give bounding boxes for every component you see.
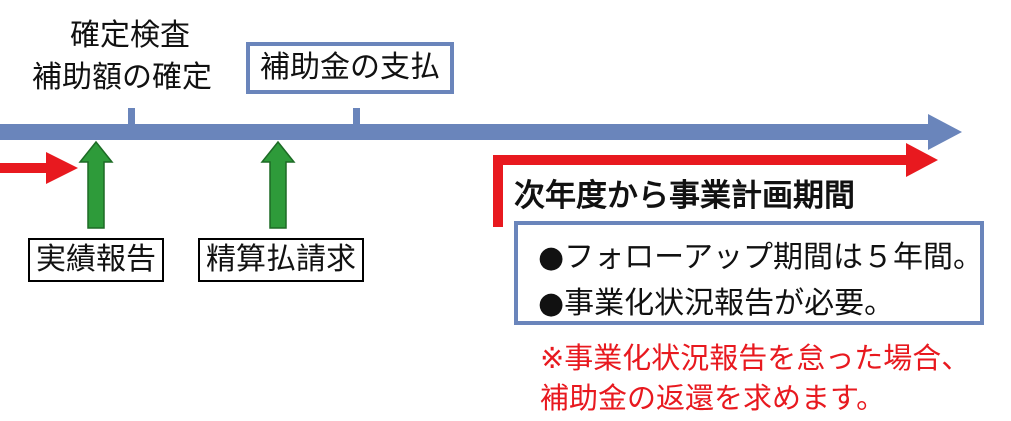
red-arrow-left-shaft <box>0 163 48 173</box>
inspection-label: 確定検査 <box>70 18 190 54</box>
green-arrow-report <box>78 140 114 229</box>
plan-period-title: 次年度から事業計画期間 <box>514 178 855 214</box>
inspection-line-1: 確定検査 <box>70 18 190 53</box>
payment-box: 補助金の支払 <box>246 42 454 94</box>
timeline-arrowhead <box>928 114 962 150</box>
report-label: 実績報告 <box>36 242 156 277</box>
red-period-arrowhead <box>906 143 938 177</box>
payment-label: 補助金の支払 <box>260 50 440 85</box>
bullet-followup-period: ●フォローアップ期間は５年間。 <box>538 240 983 275</box>
red-period-horizontal <box>493 155 908 165</box>
claim-box: 精算払請求 <box>198 238 364 282</box>
claim-label: 精算払請求 <box>206 242 356 277</box>
followup-info-box: ●フォローアップ期間は５年間。 ●事業化状況報告が必要。 <box>514 221 984 325</box>
green-arrow-claim <box>260 140 296 229</box>
report-box: 実績報告 <box>28 238 164 282</box>
warning-note-line-1: ※事業化状況報告を怠った場合、 <box>540 341 971 375</box>
inspection-line-2: 補助額の確定 <box>32 60 212 95</box>
timeline-tick-2 <box>353 108 360 126</box>
red-period-vertical <box>493 155 503 227</box>
inspection-label-2: 補助額の確定 <box>32 60 212 96</box>
warning-note-line-2: 補助金の返還を求めます。 <box>540 381 886 415</box>
timeline-tick-1 <box>128 108 135 126</box>
red-arrow-left-head <box>46 152 78 184</box>
timeline-axis <box>0 124 935 140</box>
bullet-report-required: ●事業化状況報告が必要。 <box>538 286 895 321</box>
